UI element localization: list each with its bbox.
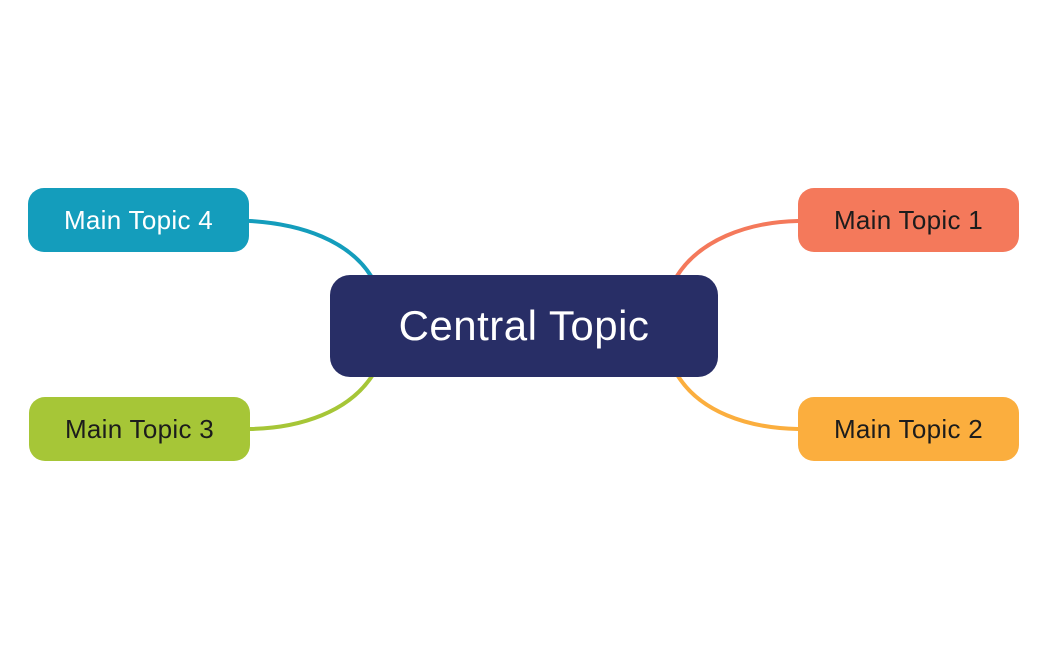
node-main-topic-2-label: Main Topic 2	[833, 414, 984, 444]
connector-central-main-topic-3	[248, 374, 374, 431]
node-main-topic-4-label: Main Topic 4	[63, 205, 214, 235]
node-main-topic-3-label: Main Topic 3	[64, 414, 215, 444]
node-main-topic-4[interactable]: Main Topic 4	[28, 188, 249, 252]
node-main-topic-2[interactable]: Main Topic 2	[798, 397, 1019, 461]
connector-central-main-topic-4	[248, 219, 373, 278]
node-main-topic-1-label: Main Topic 1	[833, 205, 984, 235]
node-central-topic[interactable]: Central Topic	[330, 275, 718, 377]
node-main-topic-1[interactable]: Main Topic 1	[798, 188, 1019, 252]
connector-central-main-topic-2	[676, 374, 800, 431]
connector-central-main-topic-1	[675, 219, 800, 278]
node-central-topic-label: Central Topic	[398, 302, 650, 349]
node-main-topic-3[interactable]: Main Topic 3	[29, 397, 250, 461]
